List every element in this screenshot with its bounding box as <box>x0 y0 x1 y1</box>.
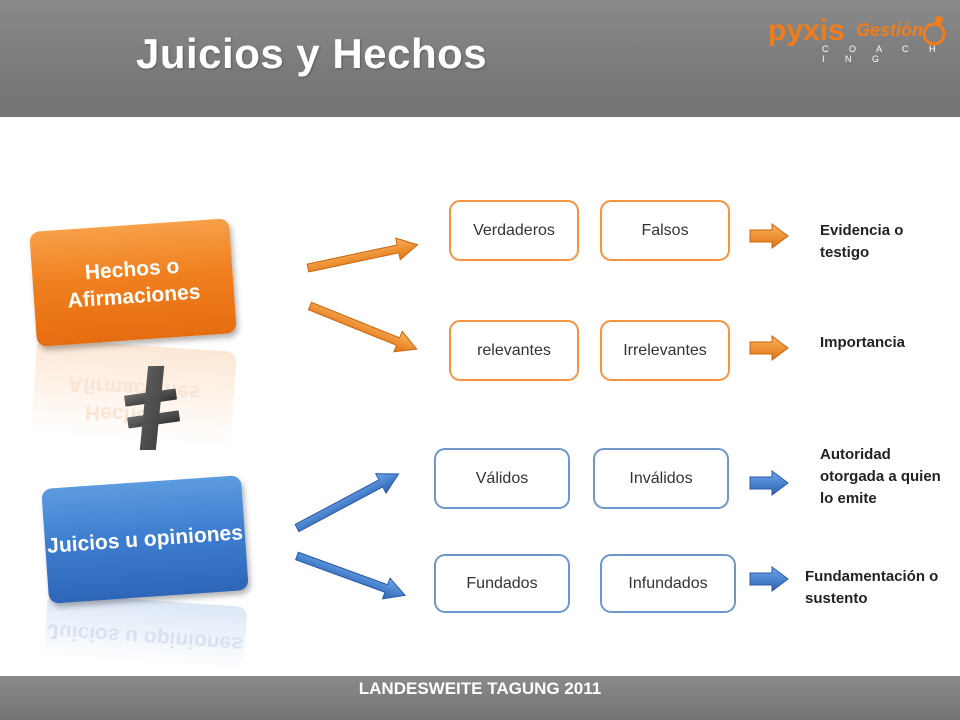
logo-tagline: C O A C H I N G <box>822 44 945 64</box>
arrow-up-blue-icon <box>294 473 400 533</box>
arrow-down-blue-icon <box>294 551 407 600</box>
arrow-right-orange-1-icon <box>749 223 789 249</box>
header-bar <box>0 0 960 117</box>
not-equal-icon <box>124 365 180 451</box>
logo: pyxis Gestión C O A C H I N G <box>768 14 950 64</box>
footer-bar <box>0 676 960 720</box>
page-title: Juicios y Hechos <box>136 30 488 77</box>
box-falsos: Falsos <box>600 200 730 261</box>
criterion-evidencia: Evidencia o testigo <box>820 222 904 261</box>
arrow-right-blue-1-icon <box>749 470 789 496</box>
criterion-fundamentacion: Fundamentación o sustento <box>805 568 939 607</box>
box-validos: Válidos <box>434 448 570 509</box>
arrow-up-orange-icon <box>306 237 419 273</box>
criterion-importancia: Importancia <box>820 334 906 351</box>
box-infundados: Infundados <box>600 554 736 613</box>
logo-sub: Gestión <box>856 20 924 40</box>
logo-brand: pyxis <box>768 14 845 47</box>
arrow-down-orange-icon <box>307 301 418 353</box>
box-relevantes: relevantes <box>449 320 579 381</box>
arrow-right-blue-2-icon <box>749 566 789 592</box>
criterion-autoridad: Autoridad otorgada a quien lo emite <box>820 446 941 507</box>
box-fundados: Fundados <box>434 554 570 613</box>
logo-figure-icon <box>922 16 946 46</box>
box-verdaderos: Verdaderos <box>449 200 579 261</box>
arrow-right-orange-2-icon <box>749 335 789 361</box>
box-invalidos: Inválidos <box>593 448 729 509</box>
footer-text: LANDESWEITE TAGUNG 2011 <box>358 679 602 698</box>
box-irrelevantes: Irrelevantes <box>600 320 730 381</box>
